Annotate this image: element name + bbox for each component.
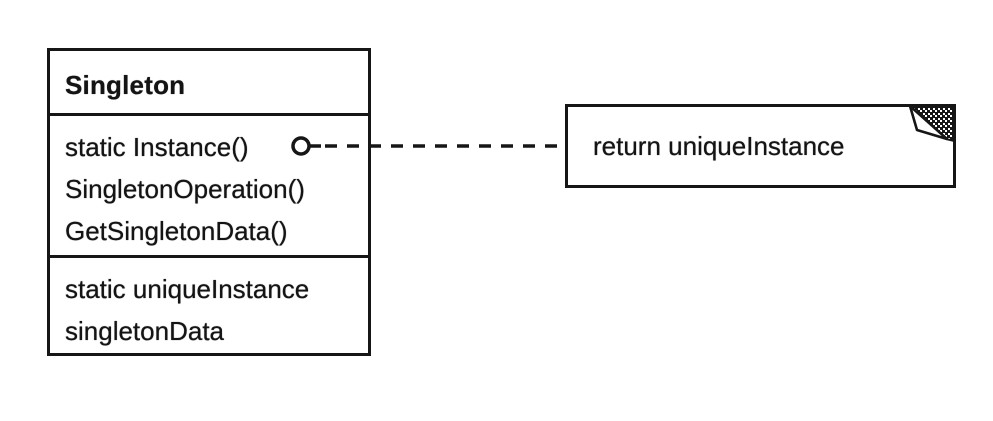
method-singleton-operation: SingletonOperation() — [65, 174, 305, 204]
method-get-singleton-data: GetSingletonData() — [65, 216, 288, 246]
class-attributes-compartment: static uniqueInstance singletonData — [50, 258, 368, 353]
class-title-compartment: Singleton — [50, 51, 368, 116]
class-methods-compartment: static Instance() SingletonOperation() G… — [50, 116, 368, 258]
note-box: return uniqueInstance — [565, 104, 956, 188]
class-box-singleton: Singleton static Instance() SingletonOpe… — [47, 48, 371, 356]
method-static-instance: static Instance() — [65, 132, 249, 162]
attribute-singleton-data: singletonData — [65, 316, 224, 346]
attribute-unique-instance: static uniqueInstance — [65, 274, 310, 304]
class-name: Singleton — [65, 69, 186, 100]
note-text: return uniqueInstance — [593, 130, 845, 161]
